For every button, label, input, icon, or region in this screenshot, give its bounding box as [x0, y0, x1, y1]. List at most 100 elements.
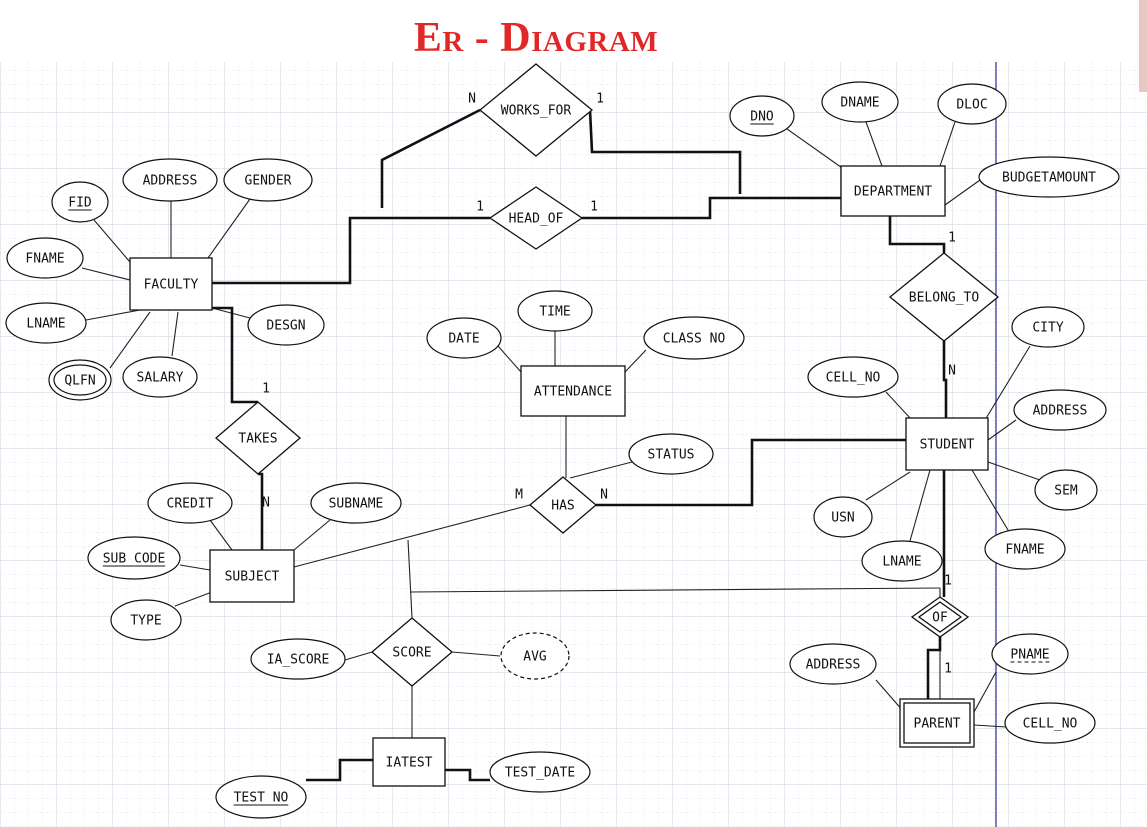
- attribute-address_stu-label: ADDRESS: [1033, 404, 1088, 419]
- diagram-shapes: FACULTYDEPARTMENTATTENDANCESTUDENTSUBJEC…: [5, 63, 1120, 819]
- connector-8: [85, 309, 141, 321]
- attribute-dloc: DLOC: [937, 83, 1007, 125]
- connector-1: [865, 121, 883, 167]
- cardinality-of_stu-label: 1: [944, 574, 952, 589]
- cardinality-takes_sub-label: N: [262, 496, 270, 511]
- relationship-takes-label: TAKES: [238, 432, 277, 447]
- connector-30: [451, 651, 501, 657]
- attribute-lname_stu-label: LNAME: [882, 555, 921, 570]
- cardinality-works_for_fac-label: N: [468, 92, 476, 107]
- relationship-link-4: [212, 306, 258, 404]
- attribute-time-label: TIME: [539, 305, 570, 320]
- cardinality-head_of_fac-label: 1: [476, 200, 484, 215]
- entity-department: DEPARTMENT: [840, 165, 946, 217]
- connector-17: [984, 345, 1031, 421]
- cardinality-belong_to_dept: 1: [948, 231, 956, 246]
- attribute-dname-label: DNAME: [840, 96, 879, 111]
- attribute-desgn: DESGN: [247, 304, 325, 346]
- cardinality-of_stu: 1: [944, 574, 952, 589]
- cardinality-has_sub-label: M: [515, 488, 523, 503]
- attribute-dloc-label: DLOC: [956, 98, 987, 113]
- attribute-fname_fac-label: FNAME: [25, 252, 64, 267]
- attribute-address_fac-label: ADDRESS: [143, 174, 198, 189]
- attribute-qlfn-label: QLFN: [64, 374, 95, 389]
- connector-20: [987, 461, 1041, 481]
- connector-3: [944, 179, 981, 206]
- entity-department-label: DEPARTMENT: [854, 185, 932, 200]
- cardinality-takes_fac-label: 1: [262, 382, 270, 397]
- attribute-ia_score: IA_SCORE: [250, 638, 346, 680]
- cardinality-head_of_dept: 1: [590, 200, 598, 215]
- relationship-head_of-label: HEAD_OF: [509, 212, 564, 227]
- attribute-test_date-label: TEST_DATE: [505, 766, 575, 781]
- connector-32: [407, 539, 413, 619]
- connector-33: [409, 587, 941, 593]
- connector-0: [779, 123, 846, 171]
- connector-10: [171, 311, 179, 357]
- connector-29: [344, 651, 373, 661]
- attribute-test_no: TEST NO: [215, 775, 307, 819]
- entity-student: STUDENT: [905, 417, 989, 471]
- cardinality-belong_to_stu-label: N: [948, 364, 956, 379]
- attribute-type-label: TYPE: [130, 614, 161, 629]
- entity-attendance: ATTENDANCE: [520, 365, 626, 417]
- attribute-usn-label: USN: [831, 511, 854, 526]
- connector-24: [209, 519, 233, 551]
- attribute-cell_no_stu: CELL_NO: [807, 356, 899, 398]
- relationship-works_for: WORKS_FOR: [478, 63, 594, 157]
- attribute-sem: SEM: [1034, 469, 1098, 511]
- connector-2: [939, 121, 956, 167]
- entity-parent: PARENT: [899, 698, 975, 748]
- attribute-budgetamount-label: BUDGETAMOUNT: [1002, 171, 1096, 186]
- cardinality-head_of_dept-label: 1: [590, 200, 598, 215]
- relationship-link-0: [212, 216, 490, 285]
- cardinality-takes_fac: 1: [262, 382, 270, 397]
- attribute-fid: FID: [51, 181, 109, 223]
- attribute-address_par-label: ADDRESS: [806, 658, 861, 673]
- relationship-link-11: [306, 758, 373, 782]
- attribute-city: CITY: [1011, 306, 1085, 348]
- relationship-link-10: [926, 637, 942, 699]
- attribute-dno-label: DNO: [750, 110, 774, 125]
- attribute-desgn-label: DESGN: [266, 319, 305, 334]
- cardinality-of_par: 1: [944, 662, 952, 677]
- attribute-salary-label: SALARY: [137, 371, 184, 386]
- attribute-credit-label: CREDIT: [167, 497, 214, 512]
- cardinality-works_for_dept: 1: [596, 92, 604, 107]
- relationship-head_of: HEAD_OF: [488, 186, 584, 250]
- cardinality-belong_to_stu: N: [948, 364, 956, 379]
- attribute-dname: DNAME: [821, 81, 899, 123]
- relationship-link-3: [588, 109, 742, 194]
- connector-36: [973, 724, 1007, 728]
- cardinality-works_for_dept-label: 1: [596, 92, 604, 107]
- connector-28: [293, 504, 531, 568]
- attribute-status-label: STATUS: [648, 448, 695, 463]
- connector-23: [971, 469, 1009, 531]
- cardinality-belong_to_dept-label: 1: [948, 231, 956, 246]
- attribute-type: TYPE: [110, 599, 182, 641]
- entity-subject-label: SUBJECT: [225, 570, 280, 585]
- connector-21: [865, 471, 911, 501]
- attribute-lname_stu: LNAME: [861, 540, 943, 582]
- connector-26: [179, 564, 211, 571]
- attribute-test_date: TEST_DATE: [489, 751, 591, 793]
- cardinality-head_of_fac: 1: [476, 200, 484, 215]
- attribute-status: STATUS: [628, 433, 714, 475]
- attribute-lname_fac-label: LNAME: [26, 317, 65, 332]
- connector-7: [81, 267, 131, 281]
- relationship-link-5: [258, 472, 264, 550]
- attribute-subname-label: SUBNAME: [329, 497, 384, 512]
- relationship-link-6: [596, 438, 906, 507]
- attribute-dno: DNO: [729, 95, 795, 137]
- cardinality-works_for_fac: N: [468, 92, 476, 107]
- attribute-avg: AVG: [500, 632, 570, 680]
- relationship-link-1: [582, 196, 841, 220]
- entity-parent-label: PARENT: [914, 717, 961, 732]
- relationship-score: SCORE: [370, 617, 454, 687]
- connector-22: [909, 469, 931, 542]
- attribute-pname-label: PNAME: [1010, 648, 1049, 663]
- attribute-fname_stu-label: FNAME: [1005, 543, 1044, 558]
- connector-9: [109, 311, 151, 369]
